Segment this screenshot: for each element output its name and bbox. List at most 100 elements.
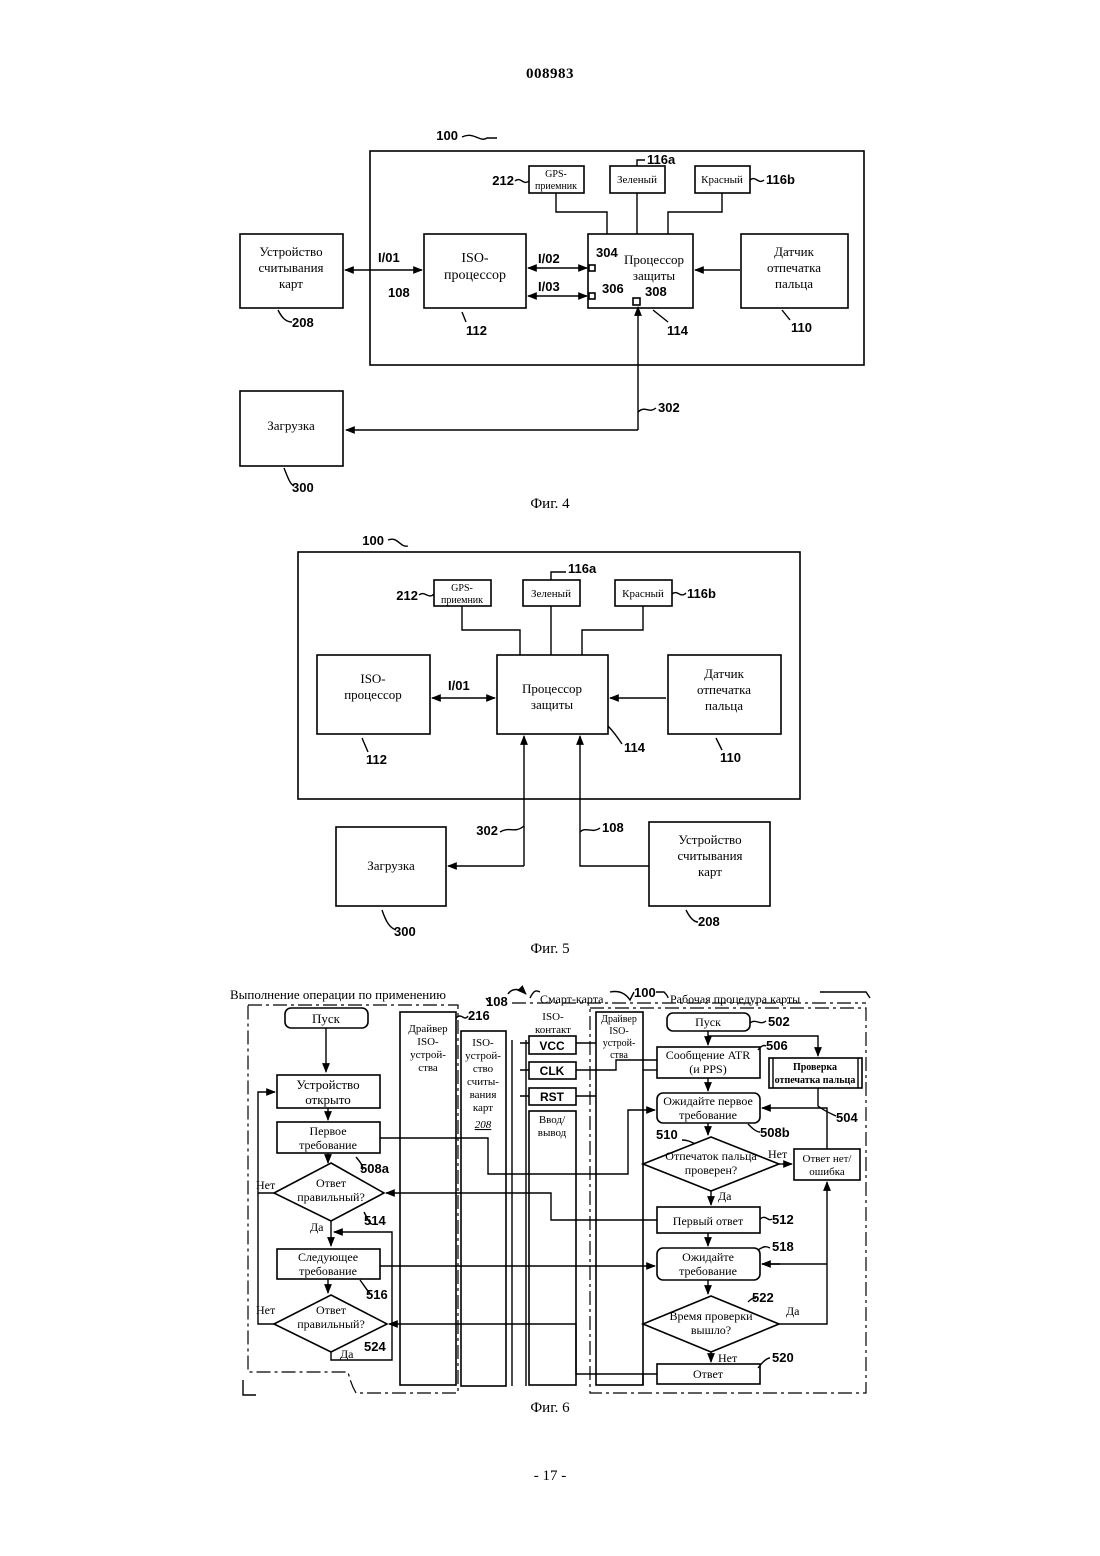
iso5-line2: процессор	[344, 687, 402, 702]
ref-524: 524	[364, 1339, 386, 1354]
rc-4: считы-	[467, 1076, 499, 1088]
wait-first-1: Ожидайте первое	[663, 1094, 753, 1108]
fp-check-2: отпечатка пальца	[775, 1075, 856, 1086]
rc-6: карт	[473, 1102, 493, 1114]
ref-522: 522	[752, 1290, 774, 1305]
card-reader-line2: считывания	[258, 260, 323, 275]
wait-first-2: требование	[679, 1108, 737, 1122]
red-led-label: Красный	[701, 174, 743, 186]
ref-116a: 116a	[647, 152, 676, 167]
green-led-label: Зеленый	[617, 174, 657, 186]
gps-label-line2: приемник	[535, 181, 577, 192]
smartcard-label: Смарт-карта	[540, 992, 604, 1006]
ref-512: 512	[772, 1212, 794, 1227]
fp5-line3: пальца	[705, 698, 743, 713]
ans2-2: правильный?	[297, 1317, 365, 1331]
io1-label: I/01	[378, 250, 400, 265]
ref-114-fig5: 114	[624, 740, 646, 755]
drv-r-1: Драйвер	[601, 1014, 637, 1025]
figure-5-caption: Фиг. 5	[530, 941, 569, 957]
io3-label: I/03	[538, 279, 560, 294]
rc-7: 208	[475, 1119, 492, 1131]
fp5-line1: Датчик	[704, 666, 744, 681]
ref-514: 514	[364, 1213, 386, 1228]
ref-302: 302	[658, 400, 680, 415]
iso-contact-1: ISO-	[542, 1011, 564, 1023]
reader5-line1: Устройство	[678, 832, 741, 847]
drv-l-3: устрой-	[410, 1049, 446, 1061]
figure-6: Выполнение операции по применению 108 См…	[230, 985, 870, 1416]
yes-label-4: Да	[786, 1304, 800, 1318]
ref-506: 506	[766, 1038, 788, 1053]
ref-502: 502	[768, 1014, 790, 1029]
card-procedure-label: Рабочая процедура карты	[670, 992, 800, 1006]
io-column	[529, 1111, 576, 1385]
card-reader-line3: карт	[279, 276, 303, 291]
drv-l-4: ства	[418, 1062, 438, 1074]
timeout-2: вышло?	[691, 1323, 731, 1337]
gps5-line2: приемник	[441, 595, 483, 606]
io1-label-fig5: I/01	[448, 678, 470, 693]
reply-err-2: ошибка	[809, 1166, 845, 1178]
start-left-label: Пуск	[312, 1011, 341, 1026]
ref-116b-fig5: 116b	[687, 586, 716, 601]
ref-302-fig5: 302	[476, 823, 498, 838]
ref-216: 216	[468, 1008, 490, 1023]
first-reply-label: Первый ответ	[673, 1214, 744, 1228]
ans1-2: правильный?	[297, 1190, 365, 1204]
fp-line3: пальца	[775, 276, 813, 291]
figure-4: 100 GPS- приемник 212 Зеленый 116a Красн…	[240, 128, 864, 512]
load-label: Загрузка	[267, 418, 315, 433]
fp-ver-1: Отпечаток пальца	[665, 1149, 757, 1163]
ref-212: 212	[492, 173, 514, 188]
port-304	[589, 265, 595, 271]
reply-err-1: Ответ нет/	[803, 1153, 853, 1165]
ref-100-fig6: 100	[634, 985, 656, 1000]
ref-112-fig5: 112	[366, 752, 387, 767]
dev-open-2: открыто	[305, 1092, 351, 1107]
rc-5: вания	[470, 1089, 497, 1101]
rc-3: ство	[473, 1063, 494, 1075]
ref-110: 110	[791, 320, 812, 335]
ref-308: 308	[645, 284, 667, 299]
green-led-label-fig5: Зеленый	[531, 588, 571, 600]
iso5-line1: ISO-	[360, 671, 385, 686]
ref-300: 300	[292, 480, 314, 495]
ref-108-fig6: 108	[486, 994, 508, 1009]
no-label-3: Нет	[768, 1147, 788, 1161]
wait-req-1: Ожидайте	[682, 1250, 734, 1264]
ref-504: 504	[836, 1110, 858, 1125]
load-label-fig5: Загрузка	[367, 858, 415, 873]
clk-label: CLK	[540, 1064, 565, 1078]
ref-300-fig5: 300	[394, 924, 416, 939]
ref-116a-fig5: 116a	[568, 561, 597, 576]
ref-108-fig5: 108	[602, 820, 624, 835]
reader5-line2: считывания	[677, 848, 742, 863]
wait-req-2: требование	[679, 1264, 737, 1278]
drv-l-1: Драйвер	[408, 1023, 448, 1035]
reader5-line3: карт	[698, 864, 722, 879]
yes-label-3: Да	[718, 1189, 732, 1203]
iso-proc-line2: процессор	[444, 268, 506, 283]
rc-2: устрой-	[465, 1050, 501, 1062]
sec5-line1: Процессор	[522, 681, 582, 696]
figure-4-caption: Фиг. 4	[530, 496, 570, 512]
first-req-2: требование	[299, 1138, 357, 1152]
vcc-label: VCC	[539, 1039, 565, 1053]
io2-label: I/02	[538, 251, 560, 266]
ref-100: 100	[436, 128, 458, 143]
red-led-label-fig5: Красный	[622, 588, 664, 600]
figure-6-caption: Фиг. 6	[530, 1400, 570, 1416]
reply-label: Ответ	[693, 1367, 724, 1381]
no-label-2: Нет	[256, 1303, 276, 1317]
drv-r-2: ISO-	[609, 1026, 628, 1037]
ref-516: 516	[366, 1287, 388, 1302]
sec-proc-line2: защиты	[633, 268, 676, 283]
ref-100-fig5: 100	[362, 533, 384, 548]
ref-306: 306	[602, 281, 624, 296]
ref-114: 114	[667, 323, 689, 338]
yes-label-1: Да	[310, 1220, 324, 1234]
ref-510: 510	[656, 1127, 678, 1142]
fp-line2: отпечатка	[767, 260, 821, 275]
